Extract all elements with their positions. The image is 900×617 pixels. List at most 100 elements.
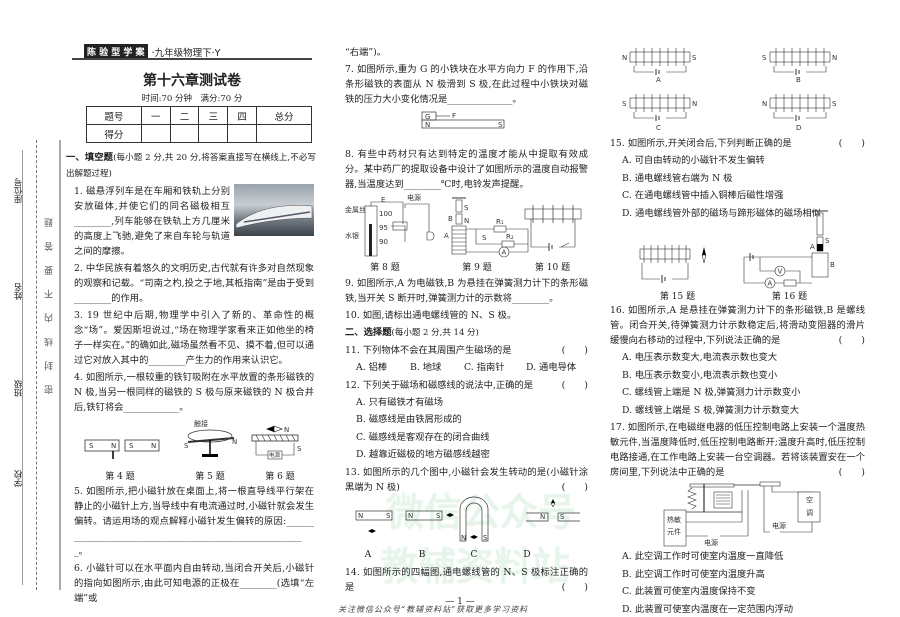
fig13b-n: N: [408, 512, 413, 520]
fig14-label-c: C: [656, 124, 661, 132]
fig13d-s: S: [560, 513, 565, 521]
question-1: 1. 磁悬浮列车是在车厢和铁轨上分别安放磁体,并使它们的同名磁极相互______…: [74, 186, 230, 257]
q12-option-a: A. 只有磁铁才有磁场: [356, 396, 443, 408]
score-cell[interactable]: [140, 124, 171, 143]
score-header: 二: [169, 106, 200, 125]
question-9: 9. 如图所示,A 为电磁铁,B 为悬挂在弹簧测力计下的条形磁铁,当开关 S 断…: [345, 278, 588, 304]
score-cell[interactable]: [256, 124, 312, 143]
q11-option-c: C. 指南针: [464, 362, 505, 373]
grade-label: ·九年级物理下·Y: [151, 47, 221, 59]
fig5-wire-label: 触接: [194, 419, 208, 428]
fig8-e: E: [381, 196, 385, 204]
score-cell[interactable]: [198, 124, 229, 143]
fig8-t100: 100: [379, 210, 392, 218]
q16-stem: 16. 如图所示,A 是悬挂在弹簧测力计下的条形磁铁,B 是螺线管。闭合开关,待…: [610, 305, 865, 346]
fig7-s: S: [498, 121, 503, 129]
answer-paren-14[interactable]: ( ): [561, 581, 588, 593]
fig9-b: B: [448, 215, 453, 223]
score-table-row: 得分: [86, 124, 312, 143]
score-header: 一: [140, 106, 171, 125]
question-8: 8. 有些中药材只有达到特定的温度才能从中提取有效成分。某中药厂的提取设备中设计…: [345, 149, 588, 190]
q16-option-d: D. 螺线管上端是 S 极,弹簧测力计示数变大: [622, 404, 800, 416]
fig17-thermo1: 热敏: [667, 515, 681, 524]
section1-note: (每小题 2 分,共 20 分,将答案直接写在横线上,不必写出解题过程): [66, 153, 316, 179]
score-cell[interactable]: [227, 124, 258, 143]
q12-option-c: C. 磁感线是客观存在的闭合曲线: [356, 431, 490, 443]
question-5: 5. 如图所示,把小磁针放在桌面上,将一根直导线平行架在静止的小磁针上方,当导线…: [74, 486, 314, 557]
fig9-r2: R₂: [506, 233, 514, 241]
page-subtitle: 时间:70 分钟 满分:70 分: [141, 94, 243, 104]
answer-paren-11[interactable]: ( ): [561, 345, 588, 356]
fig17-power-ctrl: 电源: [704, 538, 718, 547]
question-7: 7. 如图所示,重为 G 的小铁块在水平方向力 F 的作用下,沿条形磁铁的表面从…: [345, 64, 588, 105]
question-6-continued: “右端”)。: [345, 47, 387, 58]
answer-paren-13[interactable]: ( ): [561, 481, 588, 493]
fig17-thermo2: 元件: [667, 527, 681, 536]
figure-6: N 电源 S: [251, 425, 302, 460]
score-cell[interactable]: [169, 124, 200, 143]
fig4-s2: S: [129, 442, 134, 450]
caption-fig8: 第 8 题: [370, 263, 400, 273]
q17-option-b: B. 此空调工作时可使室内温度升高: [622, 568, 765, 580]
q16-option-b: B. 电压表示数变小,电流表示数也变小: [622, 369, 778, 381]
fig6-power: 电源: [269, 451, 281, 459]
q11-option-d: D. 通电导体: [526, 362, 577, 373]
caption-fig6: 第 6 题: [265, 472, 295, 482]
fig4-s: S: [89, 442, 94, 450]
answer-paren-16[interactable]: ( ): [838, 335, 865, 346]
fig5-s: S: [184, 442, 189, 450]
question-17: 17. 如图所示,在电磁继电器的低压控制电路上安装一个温度热敏元件,当温度降低时…: [610, 420, 865, 480]
fig17-power-work: 电源: [772, 521, 786, 530]
answer-paren-15[interactable]: ( ): [838, 138, 865, 149]
fig7-n: N: [425, 121, 430, 129]
q14-stem: 14. 如图所示的四幅图,通电螺线管的 N、S 极标注正确的是: [345, 566, 588, 593]
header-bar: 陈 验 型 学 案 ·九年级物理下·Y: [84, 44, 220, 59]
answer-paren-17[interactable]: ( ): [838, 467, 865, 478]
fig13-label-a: A: [364, 549, 372, 560]
caption-fig15: 第 15 题: [659, 292, 696, 302]
fig13a-s: S: [386, 512, 391, 520]
fig17-ac1: 空: [806, 495, 813, 504]
fig4-n2: N: [151, 442, 156, 450]
fig13c-n: N: [461, 534, 466, 542]
score-header: 三: [198, 106, 229, 125]
score-table-header-row: 题号 一 二 三 四 总分: [86, 106, 312, 125]
question-10: 10. 如图,请标出通电螺线管的 N、S 极。: [345, 310, 517, 321]
fig14a-s: S: [692, 54, 697, 62]
fig16-voltmeter: V: [778, 268, 783, 276]
fig7-f: F: [452, 112, 456, 120]
fig6-s: S: [297, 445, 302, 453]
fig14a-n: N: [622, 54, 627, 62]
q17-stem: 17. 如图所示,在电磁继电器的低压控制电路上安装一个温度热敏元件,当温度降低时…: [610, 422, 865, 478]
caption-fig16: 第 16 题: [771, 292, 808, 302]
fig8-wire-label: 金属丝: [345, 205, 366, 214]
seat-label: 座位号: [14, 178, 24, 204]
q12-option-d: D. 越靠近磁极的地方磁感线越密: [356, 449, 490, 460]
fig13c-s: S: [483, 534, 488, 542]
fig4-n: N: [111, 442, 116, 450]
q17-option-d: D. 此装置可使室内温度在一定范围内浮动: [622, 603, 794, 615]
margin-line: [22, 150, 23, 585]
fig14d-n: N: [762, 100, 767, 108]
answer-paren-12[interactable]: ( ): [561, 379, 588, 391]
fig14-label-d: D: [796, 124, 801, 132]
q16-option-a: A. 电压表示数变大,电流表示数也变大: [622, 352, 778, 363]
section2-title: 二、选择题: [345, 327, 392, 338]
q15-option-a: A. 可自由转动的小磁针不发生偏转: [622, 155, 765, 166]
caption-fig4: 第 4 题: [105, 472, 135, 482]
question-12: 12. 下列关于磁场和磁感线的说法中,正确的是( ): [345, 378, 588, 393]
q17-option-a: A. 此空调工作时可使室内温度一直降低: [622, 551, 784, 562]
fig14b-n: N: [832, 54, 837, 62]
fig9-a: A: [444, 232, 449, 240]
fig13-label-b: B: [418, 549, 426, 560]
